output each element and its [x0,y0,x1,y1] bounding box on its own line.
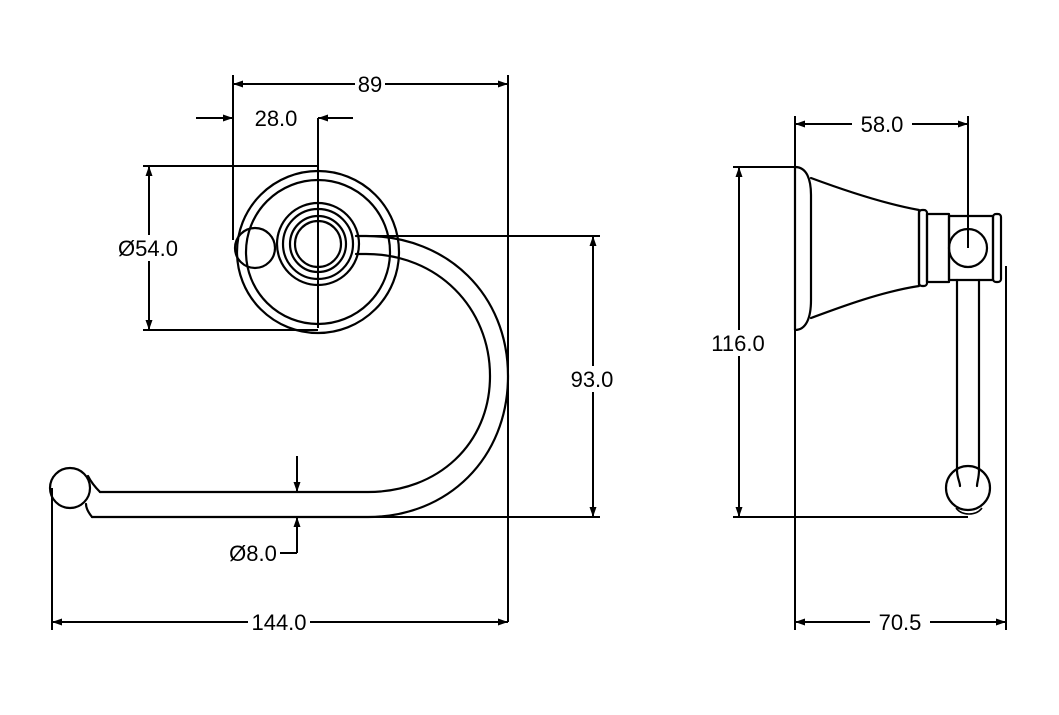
dim-label-116: 116.0 [711,331,764,356]
dim-label-144: 144.0 [251,610,306,635]
dim-label-8: Ø8.0 [229,541,277,566]
front-top-ball [233,226,277,270]
arm-end-flare [84,474,102,519]
dim-label-70: 70.5 [879,610,922,635]
front-view [48,169,510,519]
side-vertical-arm [955,278,981,488]
dimensions-side: 58.0 116.0 70.5 [706,111,1007,635]
dim-label-93: 93.0 [571,367,614,392]
side-collar-1 [917,208,929,288]
side-backplate [793,165,813,332]
side-collar-2 [925,212,951,284]
side-end-ball [944,464,992,512]
arm-outer-edge [90,234,510,519]
side-ball-shadow [955,507,983,515]
front-end-ball [48,466,92,510]
dim-label-58: 58.0 [861,112,904,137]
dim-label-28: 28.0 [255,106,298,131]
side-flared-neck [809,176,921,320]
dim-label-89: 89 [358,72,382,97]
arm-inner-edge [98,252,492,494]
side-view [793,165,1003,515]
dimensions-front: 89 28.0 Ø54.0 93.0 Ø8.0 144.0 [51,70,622,635]
side-collar-3 [991,212,1003,284]
dim-label-54: Ø54.0 [118,236,178,261]
